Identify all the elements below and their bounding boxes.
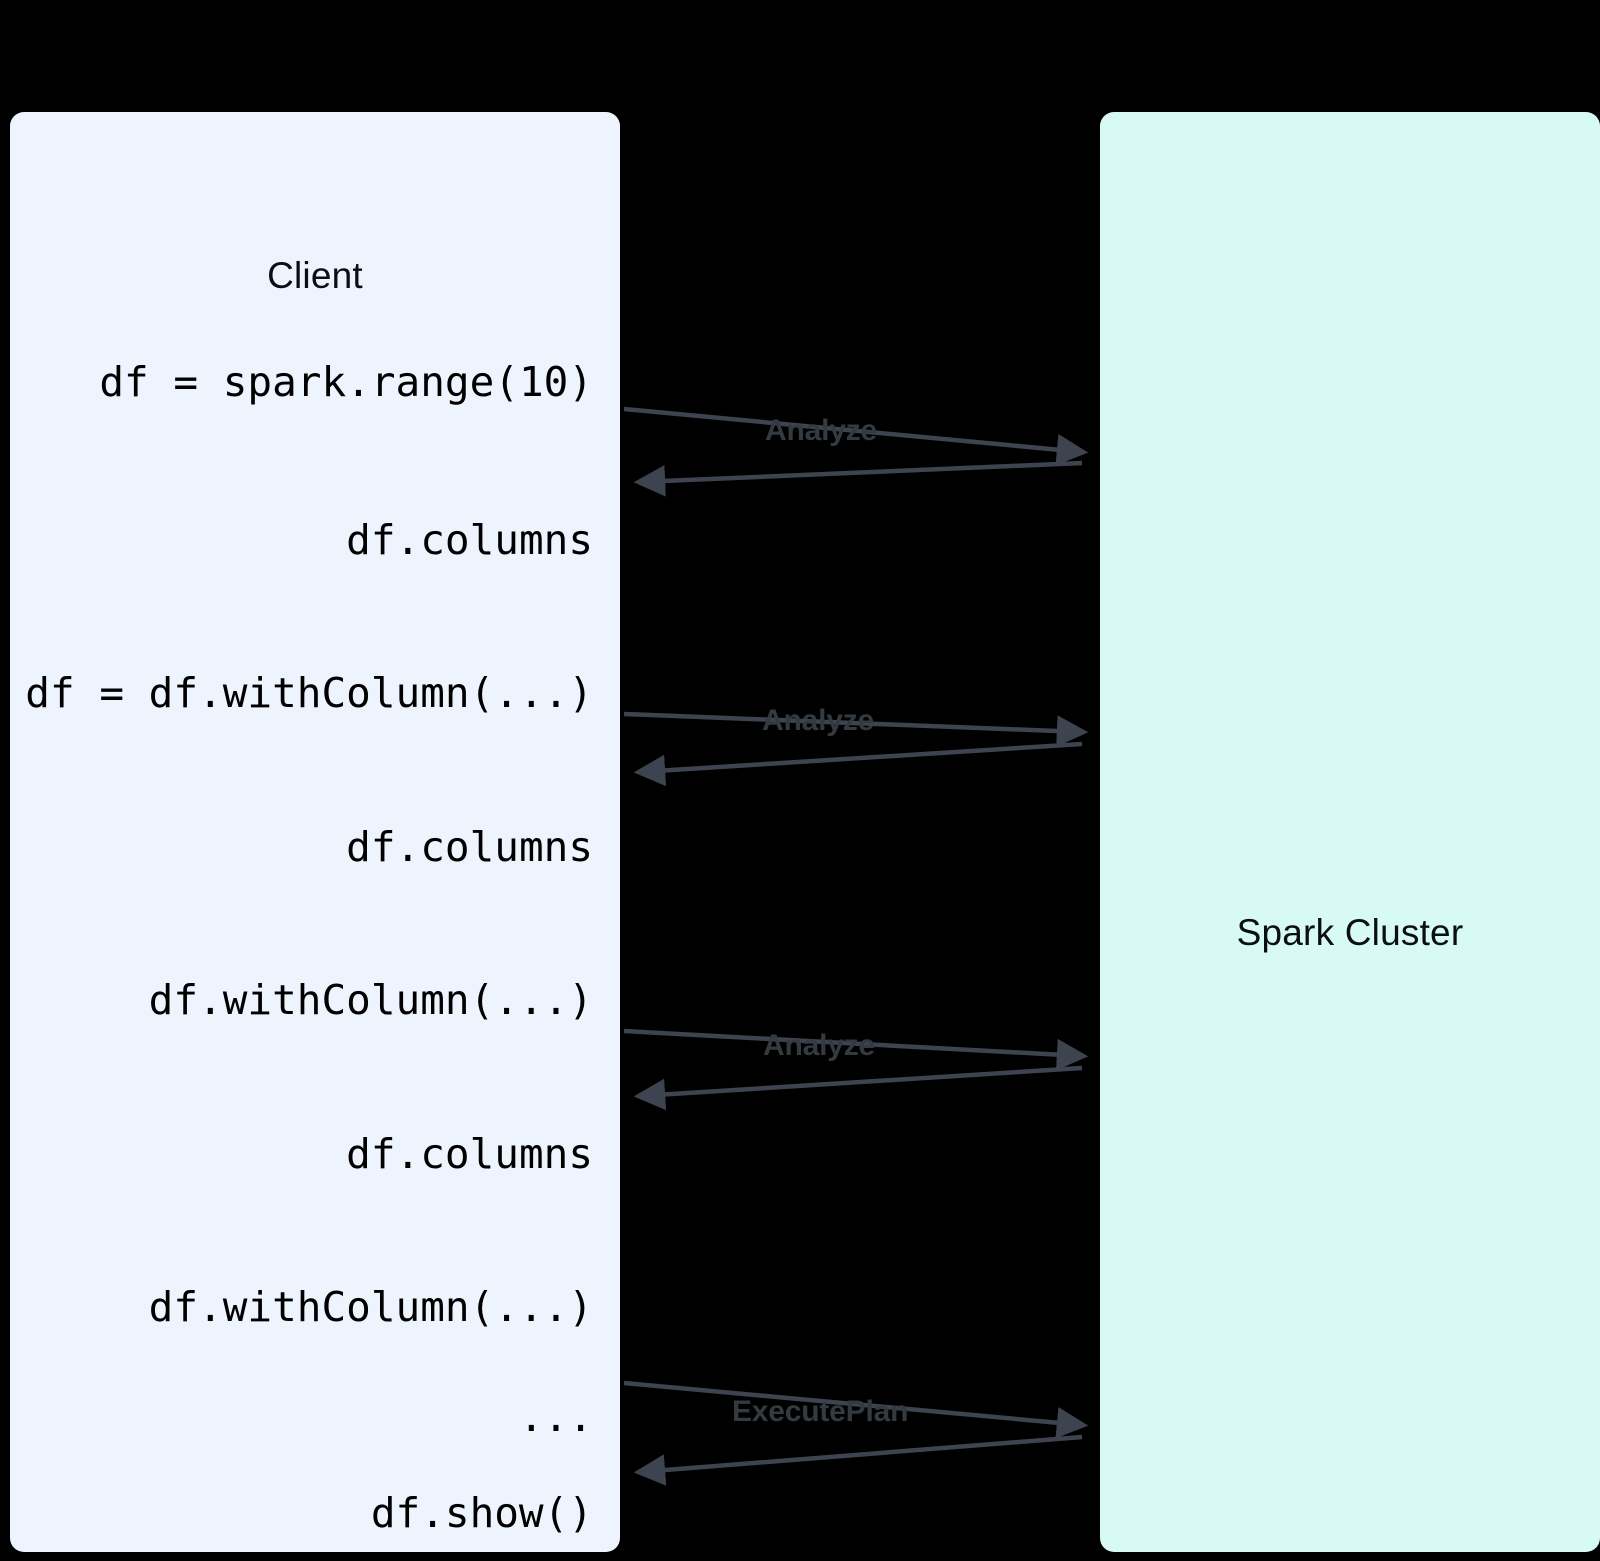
message-label-analyze-3: Analyze bbox=[763, 1029, 875, 1062]
arrow-response-analyze-3 bbox=[633, 1065, 1083, 1111]
message-label-executeplan: ExecutePlan bbox=[732, 1395, 909, 1428]
code-line-show: df.show() bbox=[370, 1489, 593, 1537]
code-line-range: df = spark.range(10) bbox=[99, 358, 593, 406]
spark-cluster-panel-title: Spark Cluster bbox=[1236, 912, 1464, 953]
message-label-analyze-1: Analyze bbox=[765, 414, 877, 447]
code-line-withcolumn-assign: df = df.withColumn(...) bbox=[25, 669, 593, 717]
arrow-response-analyze-1 bbox=[633, 460, 1083, 497]
code-line-columns-3: df.columns bbox=[346, 1130, 593, 1178]
message-label-analyze-2: Analyze bbox=[762, 704, 874, 737]
arrow-response-executeplan bbox=[633, 1434, 1083, 1486]
code-line-withcolumn-1: df.withColumn(...) bbox=[148, 976, 593, 1024]
spark-cluster-panel: Spark Cluster bbox=[1100, 112, 1600, 1552]
client-panel-title: Client bbox=[267, 255, 363, 296]
arrow-response-analyze-2 bbox=[633, 741, 1083, 787]
client-panel: Client df = spark.range(10) df.columns d… bbox=[10, 112, 620, 1552]
code-line-columns-1: df.columns bbox=[346, 516, 593, 564]
code-line-ellipsis: ... bbox=[518, 1393, 593, 1441]
code-line-columns-2: df.columns bbox=[346, 823, 593, 871]
code-line-withcolumn-2: df.withColumn(...) bbox=[148, 1283, 593, 1331]
